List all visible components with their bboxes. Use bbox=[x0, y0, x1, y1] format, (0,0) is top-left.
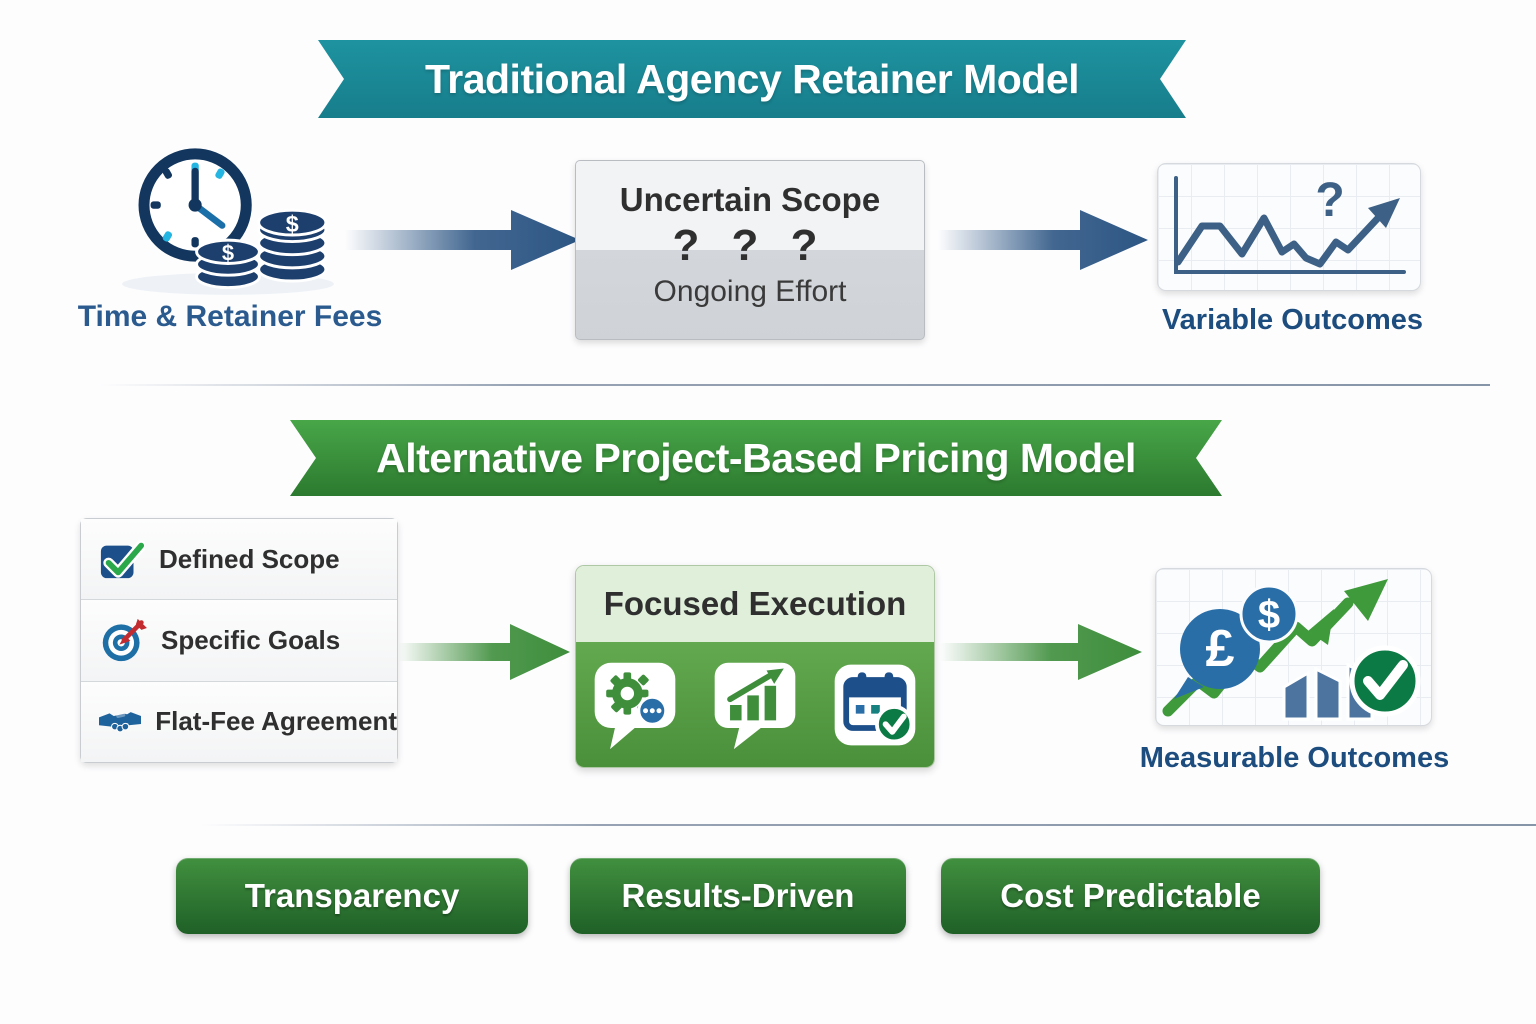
calendar-check-icon bbox=[834, 664, 916, 745]
clock-and-coins-icon: $ $ bbox=[88, 132, 368, 300]
gears-chat-bubble-icon bbox=[594, 662, 676, 749]
clock-coins-svg: $ $ bbox=[122, 148, 334, 295]
alternative-banner-label: Alternative Project-Based Pricing Model bbox=[376, 434, 1136, 481]
cost-predictable-badge: Cost Predictable bbox=[941, 858, 1320, 934]
transparency-badge: Transparency bbox=[176, 858, 528, 934]
measurable-outcomes-chart: £ $ bbox=[1155, 568, 1432, 726]
pound-symbol: £ bbox=[1206, 620, 1235, 678]
question-marks: ? ? ? bbox=[672, 221, 828, 270]
flat-fee-agreement-label: Flat-Fee Agreement bbox=[155, 706, 397, 737]
coin-dollar-front: $ bbox=[222, 241, 234, 266]
results-driven-badge: Results-Driven bbox=[570, 858, 906, 934]
handshake-icon bbox=[99, 711, 142, 733]
traditional-banner-label: Traditional Agency Retainer Model bbox=[424, 55, 1080, 102]
arrow-right-green-1 bbox=[398, 624, 570, 680]
project-inputs-list: Defined Scope Specific Goals bbox=[80, 518, 398, 763]
specific-goals-label: Specific Goals bbox=[161, 624, 341, 655]
focused-execution-header: Focused Execution bbox=[576, 566, 934, 642]
focused-execution-box: Focused Execution bbox=[575, 565, 935, 768]
chart-question-mark: ? bbox=[1315, 174, 1344, 227]
uncertain-scope-box: Uncertain Scope ? ? ? Ongoing Effort bbox=[575, 160, 925, 340]
section-divider-2 bbox=[200, 824, 1536, 826]
traditional-banner: Traditional Agency Retainer Model bbox=[318, 40, 1186, 118]
arrow-right-green-2 bbox=[940, 624, 1142, 680]
variable-outcomes-chart: ? bbox=[1157, 163, 1421, 291]
ongoing-effort-label: Ongoing Effort bbox=[653, 275, 847, 308]
coin-stack-front bbox=[195, 238, 261, 290]
alternative-banner: Alternative Project-Based Pricing Model bbox=[290, 420, 1222, 496]
focused-execution-icons bbox=[576, 642, 934, 767]
transparency-label: Transparency bbox=[244, 877, 460, 914]
checkbox-icon bbox=[100, 540, 145, 579]
cost-predictable-label: Cost Predictable bbox=[1000, 877, 1261, 914]
target-icon bbox=[102, 619, 147, 662]
zigzag-chart-svg: ? bbox=[1174, 174, 1406, 274]
defined-scope-label: Defined Scope bbox=[159, 543, 340, 574]
time-retainer-fees-label: Time & Retainer Fees bbox=[77, 300, 383, 333]
section-divider-1 bbox=[100, 384, 1490, 386]
growth-chart-bubble-icon bbox=[714, 662, 796, 749]
dollar-symbol: $ bbox=[1258, 593, 1280, 637]
variable-outcomes-label: Variable Outcomes bbox=[1161, 304, 1424, 336]
measurable-outcomes-label: Measurable Outcomes bbox=[1139, 742, 1450, 774]
list-item-flat-fee: Flat-Fee Agreement bbox=[81, 681, 397, 762]
arrow-right-navy-1 bbox=[345, 210, 580, 270]
list-item-defined-scope: Defined Scope bbox=[81, 519, 397, 601]
focused-execution-title: Focused Execution bbox=[603, 585, 907, 622]
list-item-specific-goals: Specific Goals bbox=[81, 600, 397, 682]
growth-chart-svg: £ $ bbox=[1162, 579, 1421, 721]
results-driven-label: Results-Driven bbox=[621, 877, 855, 914]
coin-dollar-back: $ bbox=[286, 211, 299, 237]
coin-stack-back bbox=[257, 208, 328, 283]
arrow-right-navy-2 bbox=[938, 210, 1148, 270]
uncertain-scope-title: Uncertain Scope bbox=[619, 181, 881, 218]
